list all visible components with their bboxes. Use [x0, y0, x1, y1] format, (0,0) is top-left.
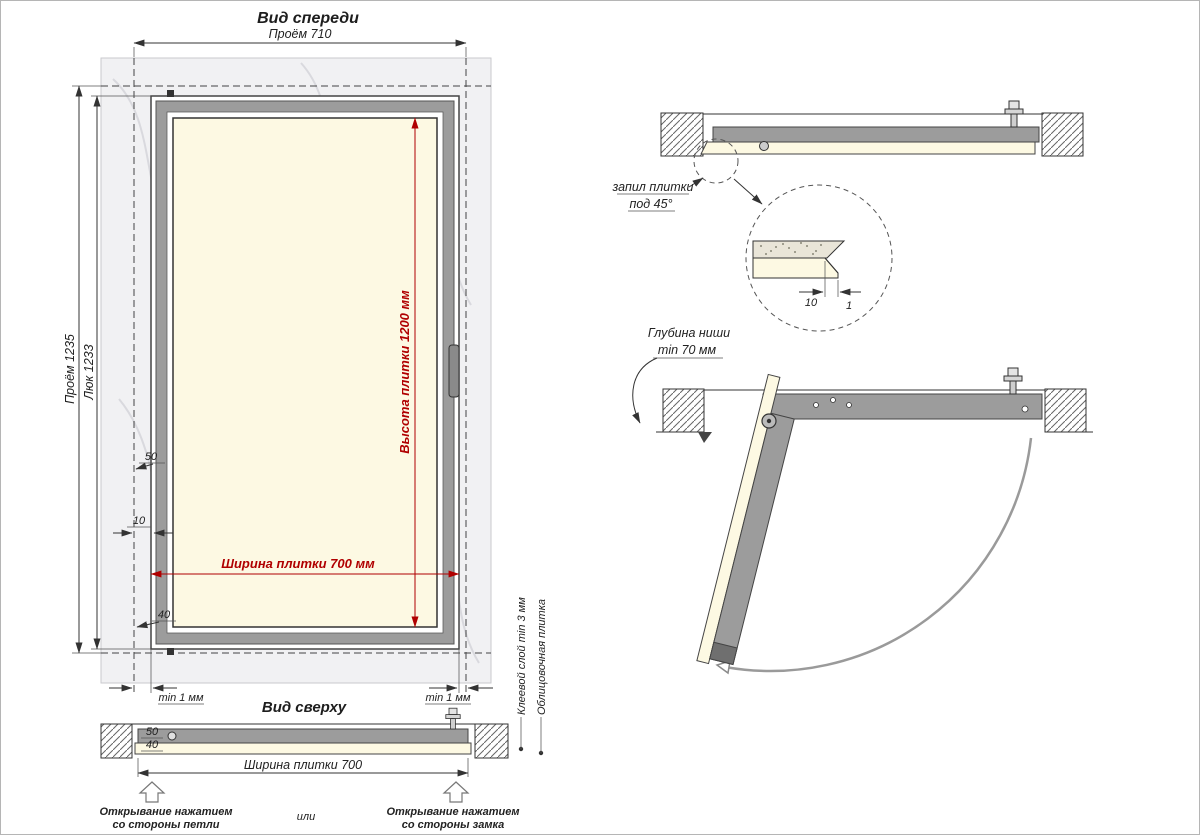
dim-min-gap-right: min 1 мм [425, 649, 493, 705]
door-hinge-pin [766, 418, 772, 424]
dim-hatch-height: Люк 1233 [82, 95, 151, 650]
hatch-handle [448, 344, 460, 398]
open-frame-in-niche [762, 393, 1043, 420]
or-label: или [297, 811, 315, 823]
niche-depth-label-1: Глубина ниши [648, 326, 730, 340]
wall-block-right [474, 723, 509, 759]
tile-cut-label-2: под 45° [629, 197, 672, 211]
dim-opening-height-label: Проём 1235 [63, 334, 77, 404]
dim-tile-width-plan: Ширина плитки 700 [137, 758, 469, 777]
lock-bolt-plan [445, 707, 461, 730]
svg-text:min 1 мм: min 1 мм [425, 692, 470, 704]
dim-offset-50: 50 [135, 451, 165, 470]
detail-view-45-cut: 10 1 [745, 184, 893, 332]
open-lock-label-2: со стороны замка [402, 819, 505, 831]
detail-dim-1: 1 [846, 300, 852, 312]
hinge-pin [167, 731, 177, 741]
dim-tile-width-label: Ширина плитки 700 мм [221, 556, 375, 571]
section-tile-closed [700, 141, 1036, 155]
dim-tile-width: Ширина плитки 700 мм [150, 556, 460, 578]
door-end-cap [709, 641, 738, 666]
frame-profile [137, 728, 469, 744]
dim-tile-height: Высота плитки 1200 мм [397, 117, 419, 628]
hinge-mark-bottom [167, 648, 174, 655]
svg-text:min 1 мм: min 1 мм [158, 692, 203, 704]
swing-arc [724, 437, 1033, 673]
callout-adhesive-layer: Клеевой слой min 3 мм [516, 597, 528, 752]
detail-dim-10: 10 [805, 297, 818, 309]
top-view-title: Вид сверху [262, 699, 347, 716]
front-view-title: Вид спереди [257, 10, 359, 27]
open-hinge-label-1: Открывание нажатием [99, 806, 232, 818]
top-view-dim-40: 40 [146, 739, 159, 751]
open-wall-left [662, 388, 705, 433]
frame-holes [813, 397, 1029, 413]
opening-dashed-lines [101, 58, 491, 693]
adhesive-speckle [760, 242, 822, 255]
wall-tile-edge [698, 432, 712, 443]
niche-depth-label-2: min 70 мм [658, 343, 717, 357]
wall-block-left [100, 723, 133, 759]
dim-opening-width: Проём 710 [133, 27, 467, 57]
section-wall-right [1041, 112, 1084, 157]
hinge-mark-top [167, 90, 174, 97]
dim-opening-height: Проём 1235 [63, 85, 101, 654]
tile-cut-label-1: запил плитки [612, 180, 694, 194]
detail-mark-circle [693, 138, 739, 184]
niche-depth-leader [632, 357, 658, 424]
dim-min-gap-left: min 1 мм [109, 649, 204, 705]
dim-opening-width-label: Проём 710 [269, 27, 332, 41]
dim-gap-10: 10 [113, 515, 173, 537]
section-open: Глубина ниши min 70 мм [632, 326, 1093, 675]
section-wall-left [660, 112, 704, 157]
front-view: Вид спереди Проём 710 [63, 10, 493, 705]
lock-bolt-closed [1004, 100, 1024, 128]
open-hinge-label-2: со стороны петли [113, 819, 220, 831]
section-hinge-closed [759, 141, 769, 151]
svg-text:40: 40 [158, 609, 171, 621]
svg-text:10: 10 [133, 515, 146, 527]
open-door [696, 373, 795, 666]
svg-text:50: 50 [145, 451, 158, 463]
top-view-dim-50: 50 [146, 726, 159, 738]
swing-arc-arrowhead [715, 659, 731, 675]
svg-text:Ширина плитки 700: Ширина плитки 700 [244, 758, 362, 772]
top-view: Вид сверху 50 40 Ширина плитки 700 Клеев… [99, 597, 548, 831]
section-frame-closed [712, 126, 1040, 143]
svg-text:Облицовочная плитка: Облицовочная плитка [536, 599, 548, 715]
section-closed: запил плитки под 45° 10 1 [612, 100, 1084, 332]
detail-tile-layer [752, 257, 839, 279]
push-arrow-hinge-side [138, 781, 166, 803]
tile-profile [134, 742, 472, 755]
push-arrow-lock-side [442, 781, 470, 803]
dim-offset-40: 40 [136, 609, 176, 629]
open-lock-label-1: Открывание нажатием [386, 806, 519, 818]
hatch-tile-panel [172, 117, 438, 628]
open-wall-right [1044, 388, 1087, 433]
callout-facing-tile: Облицовочная плитка [536, 599, 548, 756]
svg-text:Клеевой слой min 3 мм: Клеевой слой min 3 мм [516, 597, 528, 715]
dim-hatch-height-label: Люк 1233 [82, 344, 96, 400]
dim-tile-height-label: Высота плитки 1200 мм [397, 290, 412, 454]
